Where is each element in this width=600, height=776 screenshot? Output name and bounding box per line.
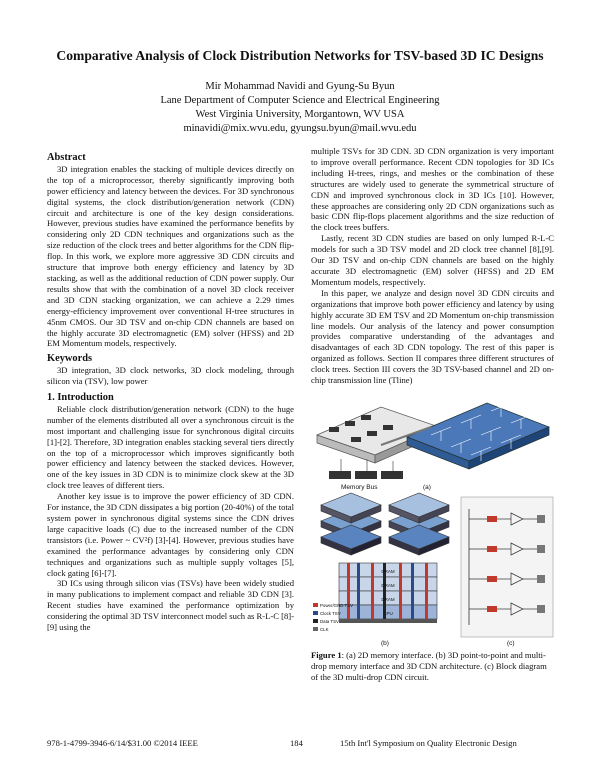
figure-1-caption: Figure 1: (a) 2D memory interface. (b) 3… [311,650,554,683]
stack-left [320,492,382,556]
legend-entry: Data TSV [320,619,339,624]
footer-conference: 15th Int'l Symposium on Quality Electron… [340,738,517,748]
figure-caption-label: Figure 1 [311,650,342,660]
figure-label-a: (a) [423,484,431,491]
right-paragraph-3: In this paper, we analyze and design nov… [311,287,554,386]
intro-paragraph-1: Reliable clock distribution/generation n… [47,403,294,491]
memory-bus-label: Memory Bus [341,484,378,491]
tier-label: DRAM [381,597,395,602]
intro-paragraph-2: Another key issue is to improve the powe… [47,491,294,578]
figure-label-c: (c) [507,640,515,647]
footer-isbn: 978-1-4799-3946-6/14/$31.00 ©2014 IEEE [47,738,198,748]
right-paragraph-2: Lastly, recent 3D CDN studies are based … [311,233,554,287]
intro-heading: 1. Introduction [47,392,114,404]
right-paragraph-1: multiple TSVs for 3D CDN. 3D CDN organiz… [311,146,554,233]
keywords-heading: Keywords [47,353,93,365]
tier-label: DRAM [381,569,395,574]
left-column: Abstract 3D integration enables the stac… [47,152,294,633]
legend-entry: Clock TSV [320,611,341,616]
abstract-text: 3D integration enables the stacking of m… [47,163,294,349]
stack-right [388,492,450,556]
figure-1: Memory Bus (a) [313,402,554,647]
author-university: West Virginia University, Morgantown, WV… [195,109,405,120]
figure-1b-3d-stack: DRAM DRAM DRAM CPU Power/GND TSV Clock T… [313,492,450,647]
figure-label-b: (b) [381,640,389,647]
footer-page-number: 184 [290,738,303,748]
right-column: multiple TSVs for 3D CDN. 3D CDN organiz… [311,146,554,386]
author-names: Mir Mohammad Navidi and Gyung-Su Byun [205,81,395,92]
cross-section: DRAM DRAM DRAM CPU [338,562,438,623]
intro-paragraph-3: 3D ICs using through silicon vias (TSVs)… [47,578,294,633]
paper-title: Comparative Analysis of Clock Distributi… [56,48,544,63]
legend-entry: CLK [320,627,329,632]
abstract-heading: Abstract [47,152,86,163]
tier-label: DRAM [381,583,395,588]
legend-entry: Power/GND TSV [320,603,353,608]
figure-1c-block-diagram: (c) [460,496,554,647]
tier-label: CPU [383,611,393,616]
keywords-text: 3D integration, 3D clock networks, 3D cl… [47,365,294,387]
figure-1a-memory-interface: Memory Bus (a) [316,402,550,491]
figure-caption-text: : (a) 2D memory interface. (b) 3D point-… [311,650,547,682]
figure-legend: Power/GND TSV Clock TSV Data TSV CLK [313,603,353,632]
author-emails: minavidi@mix.wvu.edu, gyungsu.byun@mail.… [183,123,417,134]
author-department: Lane Department of Computer Science and … [160,95,440,106]
